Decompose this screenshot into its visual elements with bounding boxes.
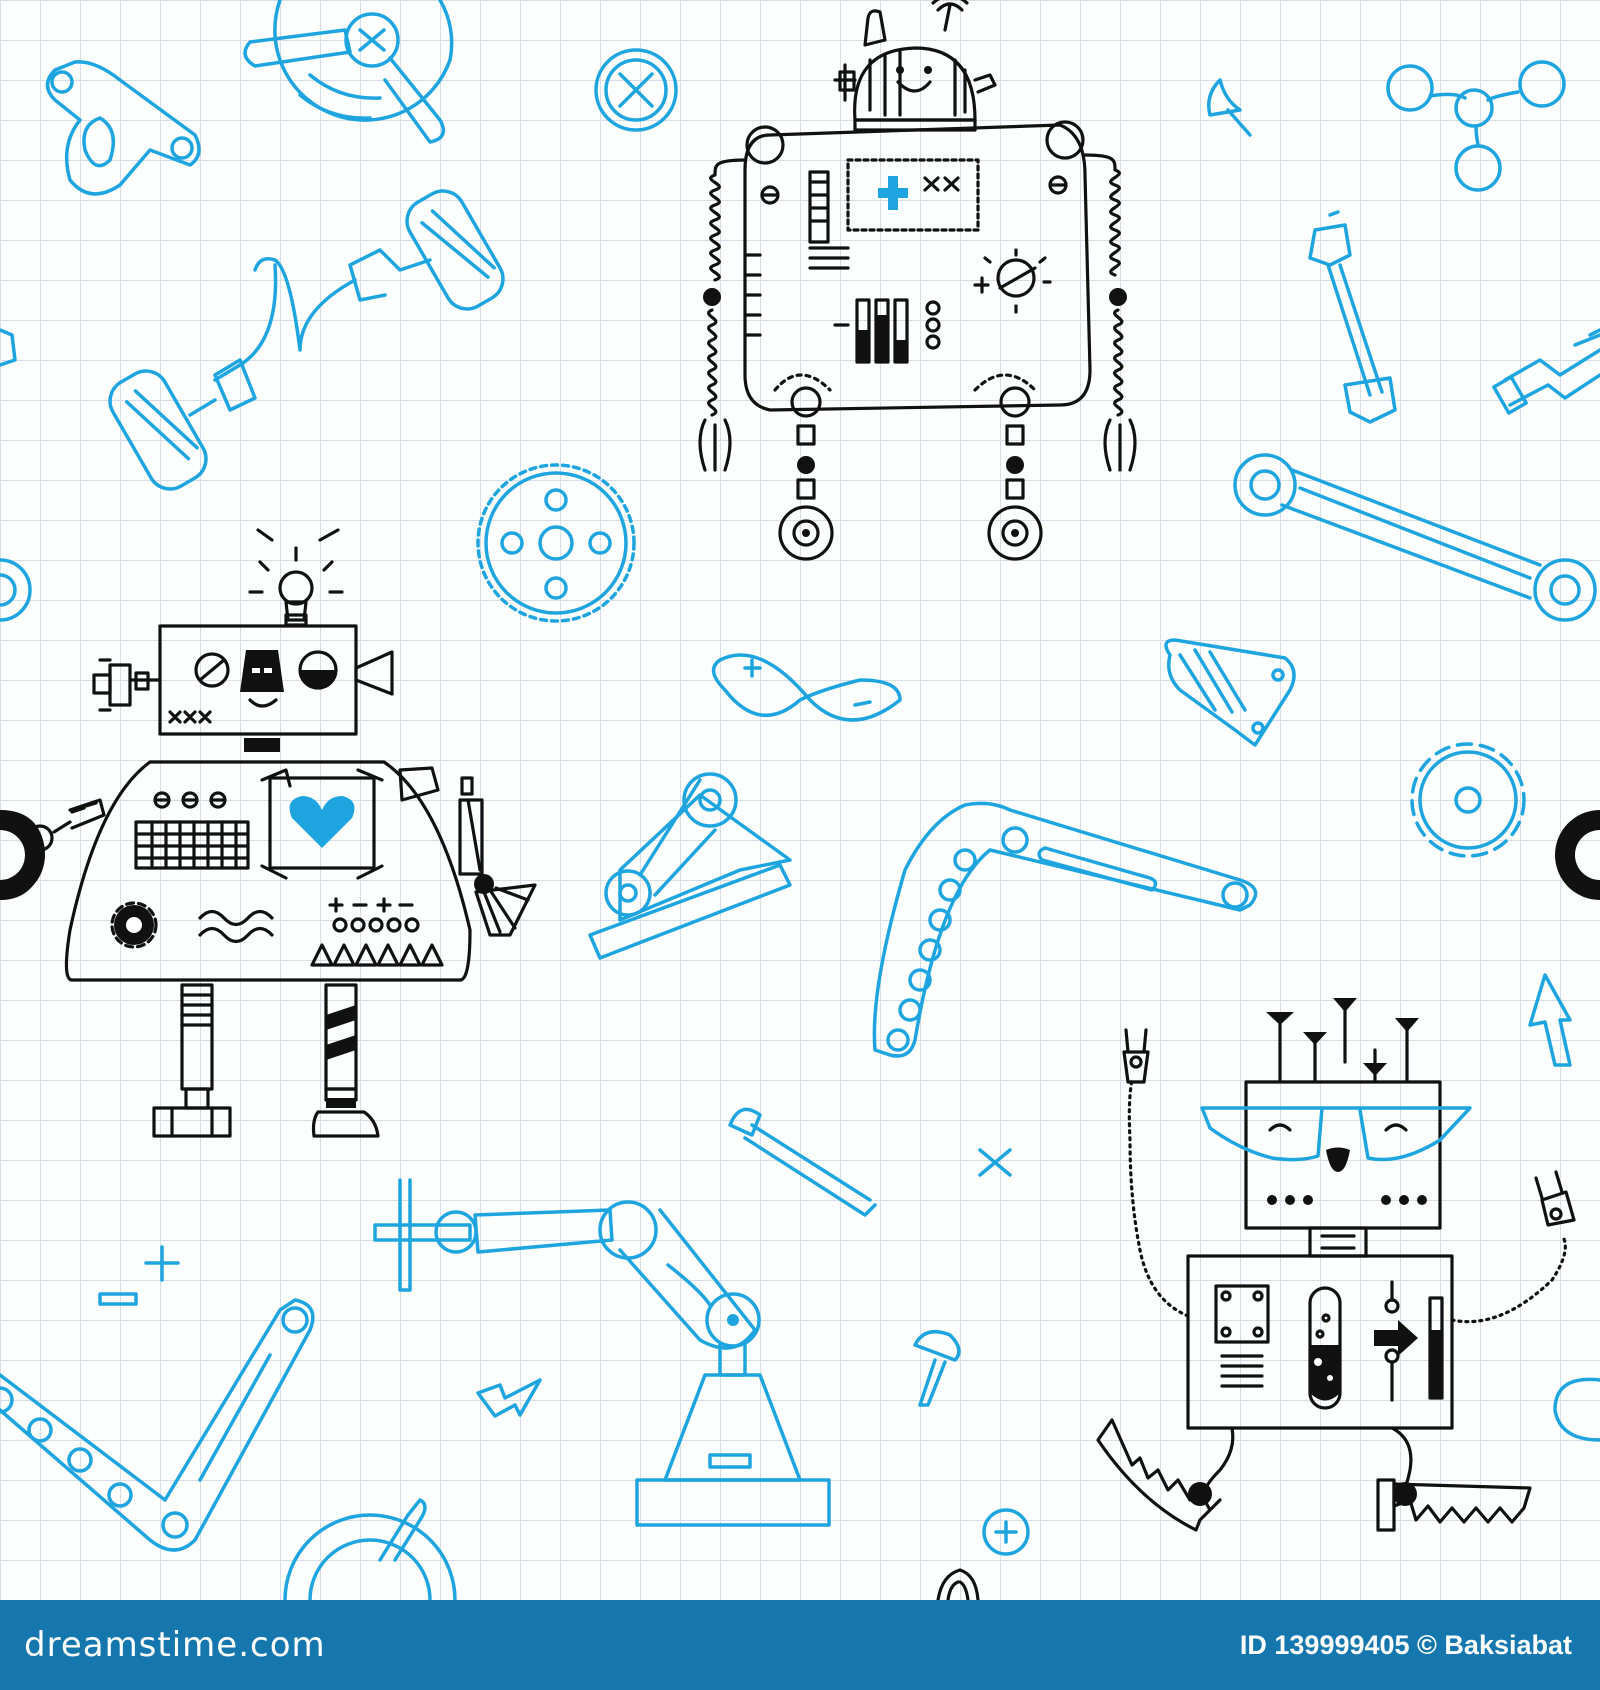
washer-icon	[0, 558, 32, 622]
arrow-up-icon	[1528, 973, 1572, 1067]
site-watermark: dreamstime.com	[24, 1625, 326, 1665]
pipe-fitting-icon	[0, 328, 1600, 367]
bolt-icon	[1308, 210, 1397, 424]
wrench-icon	[1233, 453, 1597, 622]
cross-mark-icon	[978, 1148, 1012, 1177]
image-credit: ID 139999405 © Baksiabat	[1239, 1629, 1572, 1660]
robot-pattern-illustration	[0, 0, 1600, 1600]
cross-gear-icon	[594, 48, 678, 132]
axle-wheels-icon	[108, 189, 505, 491]
antenna-signal-icon	[936, 1568, 980, 1600]
washer-right-icon	[1553, 1377, 1600, 1442]
crank-wheel-bottom-icon	[283, 1498, 457, 1600]
pattern-canvas	[0, 0, 1600, 1600]
pushpin-icon	[1207, 78, 1252, 137]
lightbulb-robot	[0, 528, 537, 1138]
plus-sign-icon	[98, 1245, 180, 1306]
hook-link-icon	[45, 60, 201, 196]
plus-circle-icon	[982, 1508, 1030, 1556]
ring-partial-icon	[1555, 810, 1600, 900]
standing-robotic-arm-icon	[373, 1178, 831, 1527]
large-gear-icon	[476, 463, 636, 623]
watermark-footer: dreamstime.com ID 139999405 © Baksiabat	[0, 1600, 1600, 1690]
clamp-icon	[1492, 348, 1600, 415]
brush-part-icon	[1164, 638, 1296, 747]
v-link-bar-icon	[0, 1298, 315, 1552]
small-gear-icon	[1410, 742, 1526, 858]
fidget-spinner-icon	[1386, 60, 1566, 192]
arrow-right-icon	[476, 1378, 542, 1418]
link-bar-icon	[872, 801, 1258, 1058]
crank-wheel-icon	[243, 0, 454, 144]
glasses-robot	[1096, 998, 1576, 1532]
battery-infinity-icon	[711, 653, 902, 722]
robotic-arm-icon	[588, 772, 792, 960]
screw-icon	[728, 1107, 877, 1217]
antenna-robot	[698, 0, 1137, 561]
tack-icon	[913, 1329, 961, 1407]
